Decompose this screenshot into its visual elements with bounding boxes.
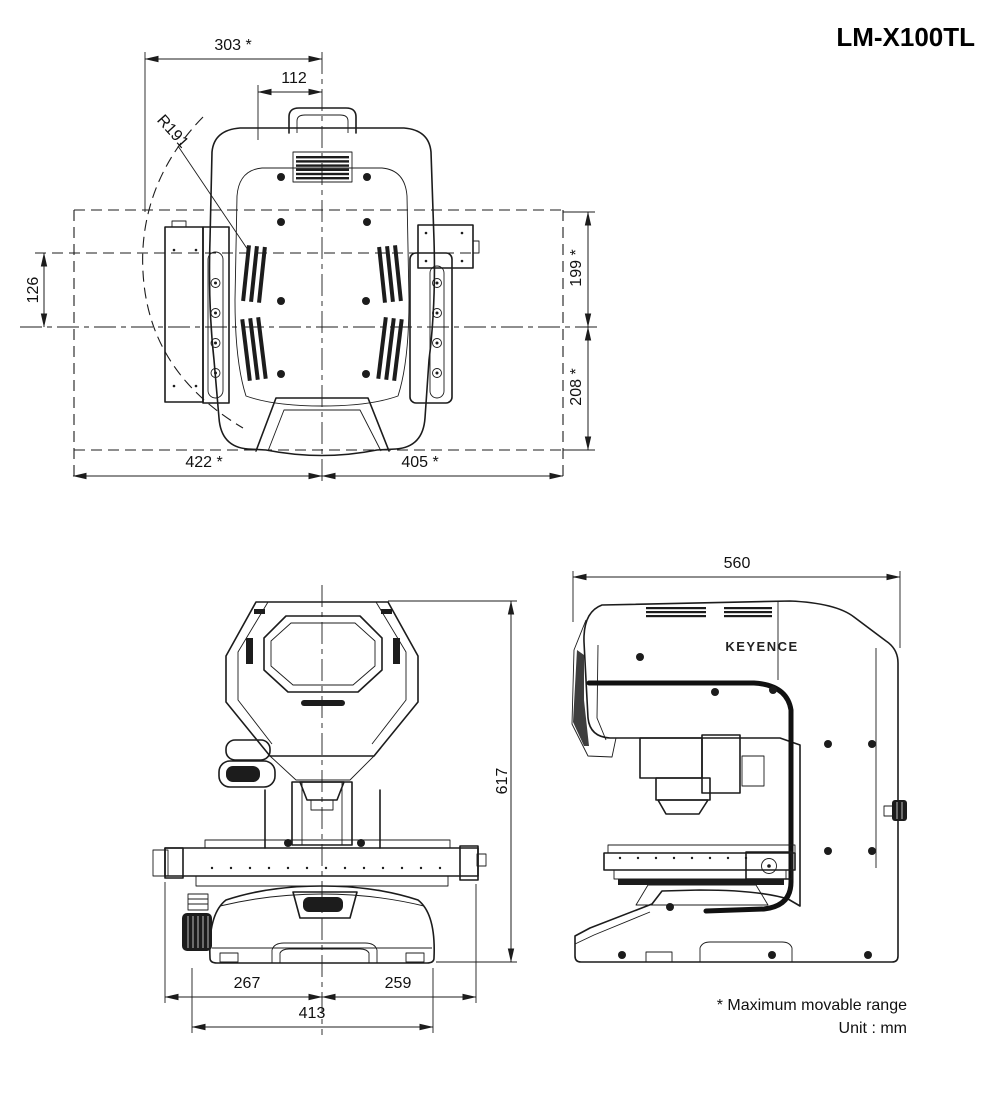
stage-adjust-knobs bbox=[182, 893, 212, 951]
side-view: KEYENCE bbox=[571, 555, 907, 963]
bottom-right-range-label: 405 * bbox=[401, 454, 438, 471]
side-head-facets bbox=[571, 602, 779, 758]
arm-inner-band bbox=[586, 680, 794, 914]
radius-dimension-label: R191 bbox=[153, 112, 191, 152]
side-top-vents bbox=[646, 607, 772, 618]
side-vent-slats-right bbox=[376, 245, 404, 381]
top-view-center-lines bbox=[20, 52, 600, 486]
right-lower-range-label: 208 * bbox=[568, 368, 585, 405]
left-rail-assembly bbox=[164, 220, 230, 404]
right-upper-range-label: 199 * bbox=[568, 249, 585, 286]
top-view: R191 bbox=[20, 37, 600, 486]
side-base-details bbox=[574, 911, 793, 963]
depth-label: 560 bbox=[724, 555, 751, 572]
side-optics bbox=[639, 734, 765, 815]
unit-note: Unit : mm bbox=[839, 1020, 907, 1037]
carry-handle bbox=[288, 107, 357, 134]
front-stage bbox=[152, 839, 487, 887]
base-width-label: 413 bbox=[299, 1005, 326, 1022]
front-optics-column bbox=[264, 781, 381, 849]
footnotes: * Maximum movable range Unit : mm bbox=[717, 997, 907, 1037]
front-base bbox=[209, 885, 435, 964]
right-rail-assembly bbox=[409, 224, 480, 404]
micrometer-head bbox=[745, 851, 793, 880]
side-body-outline bbox=[574, 600, 899, 963]
side-screws bbox=[618, 653, 876, 959]
stage-left-label: 267 bbox=[234, 975, 261, 992]
front-head bbox=[225, 601, 419, 781]
cover-screws bbox=[277, 173, 371, 378]
radius-leader-line bbox=[177, 145, 249, 251]
range-note: * Maximum movable range bbox=[717, 997, 907, 1014]
bottom-left-range-label: 422 * bbox=[185, 454, 222, 471]
top-view-machine-body bbox=[208, 107, 436, 457]
top-width-dimension: 303 * bbox=[144, 37, 323, 212]
bottom-range-dimensions: 422 * 405 * bbox=[72, 454, 564, 480]
front-notch bbox=[255, 397, 390, 452]
stage-tick-marks bbox=[210, 866, 442, 870]
stage-right-label: 259 bbox=[385, 975, 412, 992]
side-vent-slats-left bbox=[240, 245, 268, 381]
top-vent-grille bbox=[292, 151, 353, 183]
depth-dimension: 560 bbox=[572, 555, 901, 648]
front-view: 617 267 259 413 bbox=[152, 585, 517, 1035]
head-width-dimension: 112 bbox=[257, 70, 323, 140]
right-range-dimensions: 199 * 208 * bbox=[563, 211, 595, 451]
stage-width-dimensions: 267 259 bbox=[164, 882, 477, 1003]
side-knob bbox=[883, 800, 907, 821]
height-dimension: 617 bbox=[388, 600, 517, 963]
movable-range-boundary bbox=[35, 209, 564, 482]
left-range-label: 126 bbox=[25, 277, 42, 304]
left-range-dimension: 126 bbox=[25, 252, 48, 328]
rotation-arc: R191 bbox=[142, 112, 249, 429]
base-width-dimension: 413 bbox=[191, 968, 434, 1033]
side-stage-ticks bbox=[618, 856, 748, 860]
objective-lens bbox=[299, 781, 345, 801]
base-grip-recess bbox=[303, 897, 343, 912]
viewing-window bbox=[263, 615, 383, 693]
side-stage bbox=[603, 844, 796, 906]
focus-knobs bbox=[218, 739, 276, 788]
head-width-label: 112 bbox=[281, 70, 307, 87]
page-title: LM-X100TL bbox=[836, 22, 975, 52]
overall-width-label: 303 * bbox=[214, 37, 251, 54]
keyence-logo: KEYENCE bbox=[725, 639, 798, 654]
height-label: 617 bbox=[494, 768, 511, 795]
